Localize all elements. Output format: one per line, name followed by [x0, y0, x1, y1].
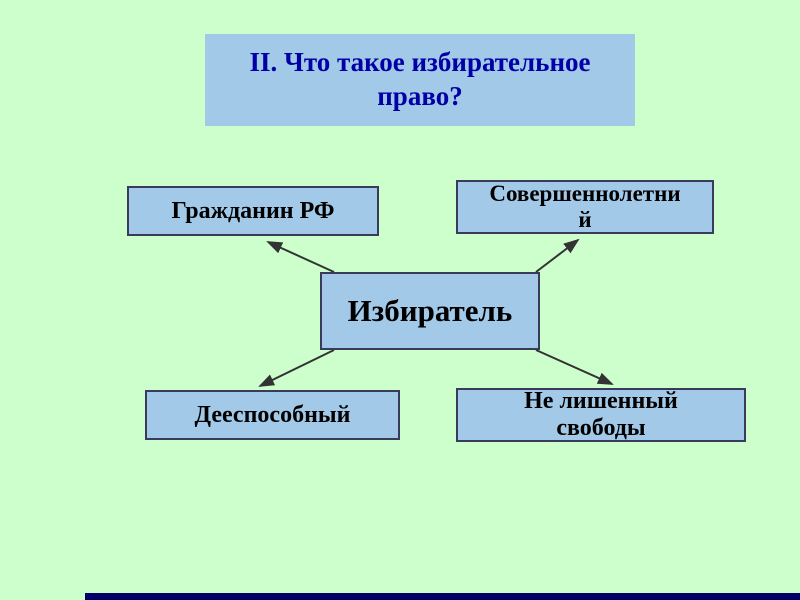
- adult-box: Совершеннолетни й: [456, 180, 714, 234]
- bottom-border-bar: [85, 593, 800, 600]
- slide-title-box: II. Что такое избирательное право?: [205, 34, 635, 126]
- capable-label: Дееспособный: [194, 401, 351, 428]
- arrow-voter-to-adult: [535, 238, 580, 273]
- slide-title: II. Что такое избирательное право?: [249, 47, 591, 111]
- not-imprisoned-box: Не лишенный свободы: [456, 388, 746, 442]
- voter-label: Избиратель: [347, 292, 513, 328]
- adult-label: Совершеннолетни й: [489, 181, 681, 232]
- citizen-rf-box: Гражданин РФ: [127, 186, 379, 236]
- arrow-voter-to-not-imprisoned: [535, 349, 614, 385]
- voter-box: Избиратель: [320, 272, 540, 350]
- capable-box: Дееспособный: [145, 390, 400, 440]
- arrow-voter-to-capable: [258, 349, 335, 387]
- not-imprisoned-label: Не лишенный свободы: [524, 388, 678, 441]
- arrow-voter-to-citizen: [266, 241, 335, 273]
- citizen-rf-label: Гражданин РФ: [171, 197, 335, 224]
